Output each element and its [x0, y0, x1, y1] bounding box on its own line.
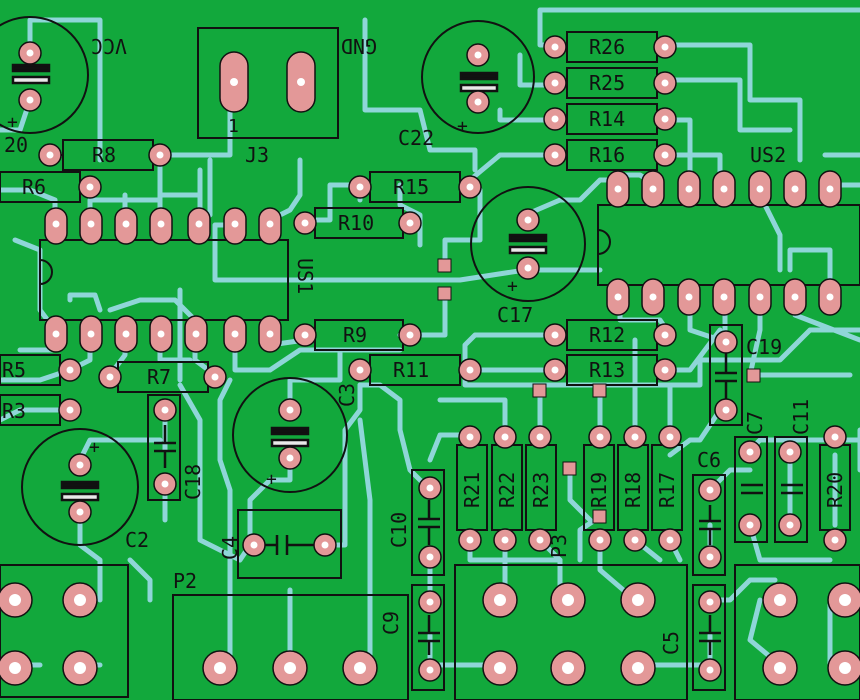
c5-side-outline [692, 584, 726, 691]
c22-label: C22 [398, 126, 434, 150]
r7-label: R7 [147, 365, 171, 389]
c2-outline [21, 428, 139, 546]
c7-outline [734, 436, 768, 543]
c20-plus: + [7, 112, 18, 133]
r8-label: R8 [92, 143, 116, 167]
p2-label: P2 [173, 569, 197, 593]
r10-label: R10 [338, 211, 374, 235]
us2-notch [597, 229, 611, 255]
r21-label: R21 [460, 472, 484, 508]
c20-outline [0, 16, 89, 134]
c19-label: C19 [746, 335, 782, 359]
r25-label: R25 [589, 71, 625, 95]
r5-label: R5 [2, 358, 26, 382]
r18-label: R18 [621, 472, 645, 508]
r20-label: R20 [823, 472, 847, 508]
p1-outline [0, 564, 129, 698]
us1-label: US1 [293, 258, 317, 294]
p2-outline [172, 594, 409, 700]
c7-label: C7 [743, 411, 767, 435]
c2-plus: + [89, 437, 100, 458]
p3-outline [454, 564, 688, 700]
c22-outline [421, 20, 535, 134]
j3-pin1-label: 1 [228, 116, 239, 137]
j3-label: J3 [245, 143, 269, 167]
r16-label: R16 [589, 143, 625, 167]
c19-outline [709, 324, 743, 426]
capacitor-symbols [11, 63, 803, 655]
c3-label: C3 [335, 383, 359, 407]
c3-outline [232, 377, 348, 493]
r19-label: R19 [587, 472, 611, 508]
r6-label: R6 [22, 175, 46, 199]
r14-label: R14 [589, 107, 625, 131]
j3-outline [197, 27, 339, 139]
r12-label: R12 [589, 323, 625, 347]
vcc-label: VCC [91, 34, 127, 58]
c17-plus: + [507, 276, 518, 297]
c10-outline [411, 469, 445, 576]
c9-label: C9 [379, 611, 403, 635]
r9-label: R9 [343, 323, 367, 347]
c11-label: C11 [789, 399, 813, 435]
r11-label: R11 [393, 358, 429, 382]
c4-outline [237, 509, 342, 579]
c11-outline [774, 436, 808, 543]
r23-label: R23 [529, 472, 553, 508]
c6-outline [692, 474, 726, 576]
r22-label: R22 [495, 472, 519, 508]
c17-label: C17 [497, 303, 533, 327]
c9-side-outline [411, 584, 445, 691]
r13-label: R13 [589, 358, 625, 382]
c18-outline [147, 394, 181, 501]
c22-plus: + [457, 116, 468, 137]
c10-label: C10 [387, 512, 411, 548]
c4-label: C4 [218, 536, 242, 560]
c20-label: 20 [4, 133, 28, 157]
r26-label: R26 [589, 35, 625, 59]
us1-notch [39, 259, 53, 285]
p4-outline [734, 564, 860, 700]
r3-label: R3 [2, 399, 26, 423]
r17-label: R17 [655, 472, 679, 508]
vias [437, 258, 761, 524]
c2-label: C2 [125, 528, 149, 552]
drill-holes [9, 43, 851, 674]
gnd-label: GND [341, 34, 377, 58]
c3-plus: + [266, 469, 277, 490]
p3-label: P3 [547, 534, 571, 558]
us2-label: US2 [750, 143, 786, 167]
c6-label: C6 [697, 448, 721, 472]
c5-label: C5 [659, 631, 683, 655]
c18-label: C18 [181, 464, 205, 500]
r15-label: R15 [393, 175, 429, 199]
c17-outline [470, 186, 586, 302]
silkscreen-labels: VCC GND J3 1 US1 US2 P2 P3 C2 C3 C4 C5 C… [2, 34, 847, 655]
